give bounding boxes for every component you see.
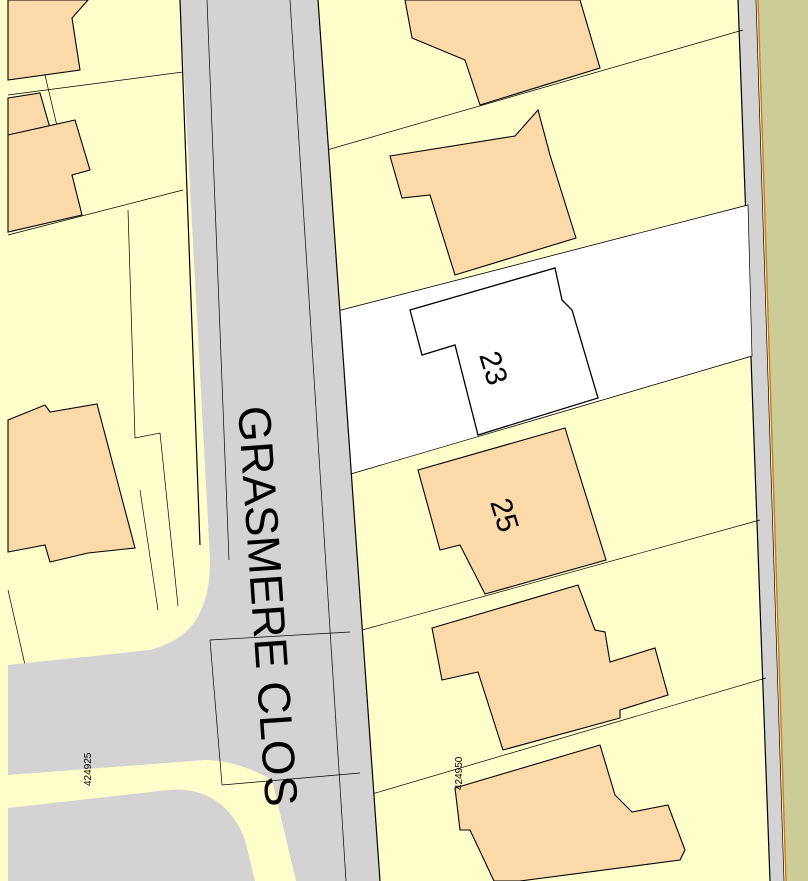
building[interactable] <box>7 0 89 81</box>
building[interactable] <box>431 584 669 751</box>
road-kerb <box>179 0 201 546</box>
road-crossing-line <box>209 639 223 786</box>
plot-boundary <box>7 589 26 666</box>
grid-label-424950: 424950 <box>454 756 465 790</box>
verge-boundary-line <box>757 0 787 881</box>
building-23[interactable] <box>409 267 599 436</box>
verge <box>758 0 808 881</box>
road-crossing-line <box>221 772 361 786</box>
plot-boundary <box>319 29 744 153</box>
building[interactable] <box>389 108 577 276</box>
plot-boundary <box>354 519 761 633</box>
building[interactable] <box>404 0 601 106</box>
building[interactable] <box>7 403 136 563</box>
footpath-right <box>738 0 784 881</box>
road-inner-line <box>206 0 230 561</box>
plot-boundary <box>7 71 184 96</box>
building[interactable] <box>7 119 91 233</box>
road-kerb <box>317 0 381 881</box>
road-grasmere-close <box>8 0 380 881</box>
footpath-edge <box>737 0 771 881</box>
road-side-branch <box>8 789 255 881</box>
plot-boundary <box>371 677 767 795</box>
grid-label-424925: 424925 <box>83 752 94 786</box>
footpath-edge <box>755 0 785 881</box>
building-25[interactable] <box>417 427 607 595</box>
plot-boundary <box>127 209 179 607</box>
plot-boundary <box>139 489 159 611</box>
road-crossing-line <box>209 631 351 641</box>
building[interactable] <box>454 744 686 881</box>
plot-boundary <box>7 189 184 236</box>
road-inner-line <box>289 0 347 881</box>
